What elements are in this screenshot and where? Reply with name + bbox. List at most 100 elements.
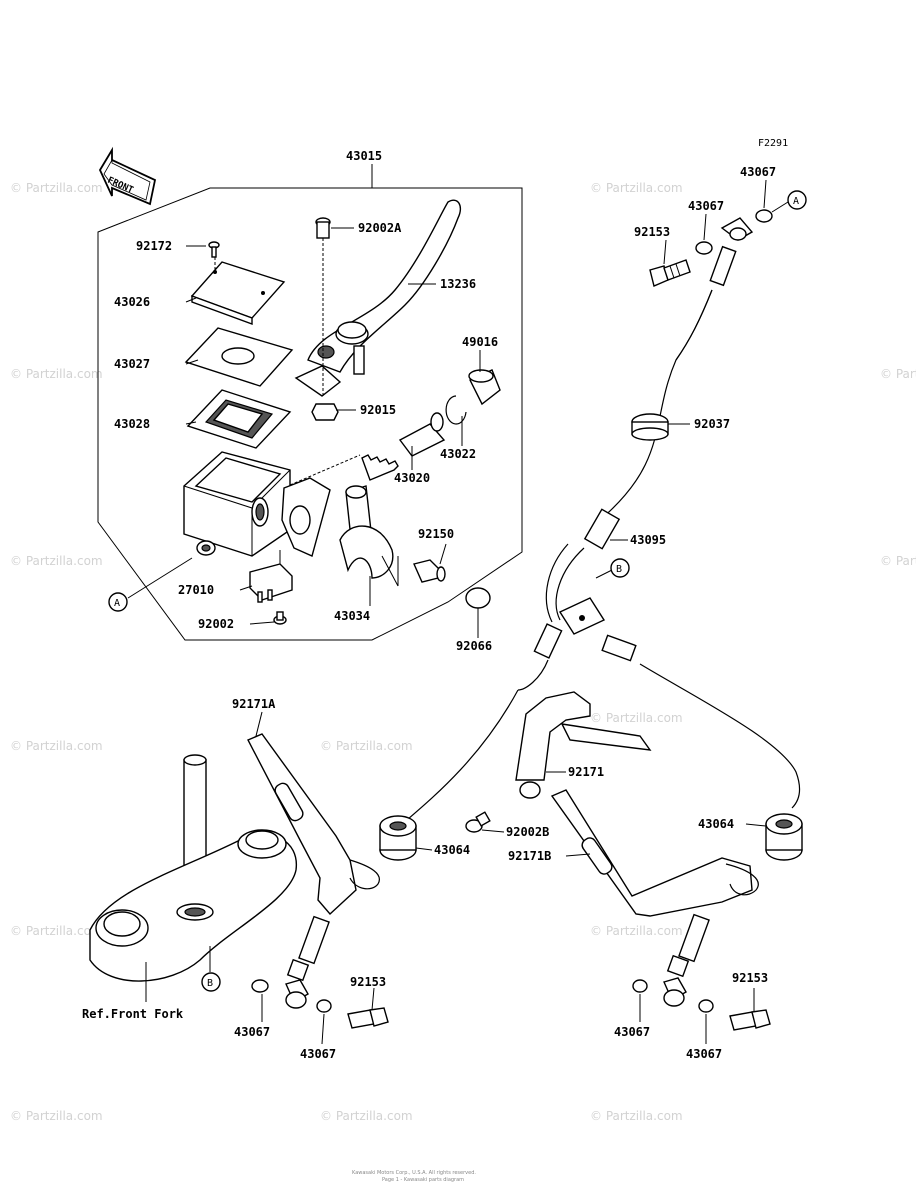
label-92002a: 92002A [358,221,402,235]
brake-lever [294,199,462,397]
nut-92015 [311,403,339,421]
label-49016: 49016 [462,335,498,349]
label-92002: 92002 [198,617,234,631]
banjo-bolt-top [649,259,691,287]
screw-92172 [208,241,220,258]
front-arrow-icon: FRONT [98,146,157,206]
circlip [445,395,467,425]
label-92015: 92015 [360,403,396,417]
label-27010: 27010 [178,583,214,597]
label-43064-left: 43064 [434,843,470,857]
pivot-bolt [315,217,331,398]
dust-boot [468,369,501,406]
washer [632,979,648,993]
hose-bracket-center [515,691,652,799]
label-92171a: 92171A [232,697,276,711]
brake-hose-left-lower [285,915,330,1009]
washer [251,979,269,993]
grommet-left [379,815,417,861]
label-43020: 43020 [394,471,430,485]
label-43067-left-2: 43067 [300,1047,336,1061]
footer-page: Page 1 - Kawasaki parts diagram [382,1177,464,1183]
watermark: © Partzilla.com [10,554,103,568]
hose-joint [399,597,801,827]
banjo-bolt-right [729,1009,771,1031]
label-43067-top-right: 43067 [740,165,776,179]
watermark-layer: © Partzilla.com © Partzilla.com © Partzi… [10,181,916,1123]
washer [755,209,773,223]
rubber-cap [465,587,491,609]
watermark: © Partzilla.com [320,739,413,753]
master-cylinder-body [183,451,331,557]
label-92150: 92150 [418,527,454,541]
callout-a-right: A [787,190,807,210]
reservoir-cap [190,252,286,326]
leader-lines [127,179,789,1045]
watermark: © Partzilla.com [590,181,683,195]
label-43064-right: 43064 [698,817,734,831]
diaphragm-plate [184,327,294,387]
label-92171: 92171 [568,765,604,779]
steering-stem [89,754,297,982]
bracket-screw [465,811,491,833]
callout-a-left: A [108,592,128,612]
part-labels: 43015 92172 92002A 43026 13236 43027 490… [82,149,776,1061]
label-43067-left-1: 43067 [234,1025,270,1039]
figure-code: F2291 [758,138,788,149]
watermark: © Partzilla.com [590,924,683,938]
watermark: © Partzilla.com [10,1109,103,1123]
assembly-outline [97,164,523,641]
label-43026: 43026 [114,295,150,309]
banjo-bolt-left [347,1007,389,1029]
brake-hose-right-lower [663,913,710,1007]
callout-b-bottom: B [201,972,221,992]
label-43067-right-2: 43067 [686,1047,722,1061]
brake-hose-upper [545,217,754,623]
watermark: © Partzilla.com [320,1109,413,1123]
label-92153-top: 92153 [634,225,670,239]
label-43034: 43034 [334,609,370,623]
label-92153-left: 92153 [350,975,386,989]
watermark: © Partzilla.com [10,924,103,938]
washer [316,999,332,1013]
label-43022: 43022 [440,447,476,461]
diaphragm [186,389,292,449]
clamp-bolt [413,559,446,583]
handlebar-clamp [339,485,399,587]
hose-clamp [631,413,669,441]
watermark: © Partzilla.com [590,1109,683,1123]
svg-text:B: B [207,978,213,989]
watermark: © Partzilla.com [880,554,916,568]
label-92171b: 92171B [508,849,551,863]
watermark: © Partzilla.com [880,367,916,381]
washer [695,241,713,255]
label-92037: 92037 [694,417,730,431]
piston-assembly [289,412,446,486]
watermark: © Partzilla.com [10,181,103,195]
svg-text:A: A [114,598,120,609]
label-92066: 92066 [456,639,492,653]
hose-bracket-left [247,733,380,916]
label-43067-top: 43067 [688,199,724,213]
label-43067-right-1: 43067 [614,1025,650,1039]
watermark: © Partzilla.com [10,367,103,381]
label-43027: 43027 [114,357,150,371]
switch-screw [273,611,287,625]
washer [698,999,714,1013]
callout-b-top: B [610,558,630,578]
grommet-right [765,813,803,861]
label-92153-right: 92153 [732,971,768,985]
label-43015: 43015 [346,149,382,163]
svg-text:A: A [793,196,799,207]
svg-text:B: B [616,564,622,575]
watermark: © Partzilla.com [10,739,103,753]
label-13236: 13236 [440,277,476,291]
hose-bracket-right [550,789,759,917]
brake-switch [249,550,293,603]
label-43095: 43095 [630,533,666,547]
label-92172: 92172 [136,239,172,253]
ref-front-fork-label: Ref.Front Fork [82,1007,184,1021]
watermark: © Partzilla.com [590,711,683,725]
label-92002b: 92002B [506,825,549,839]
